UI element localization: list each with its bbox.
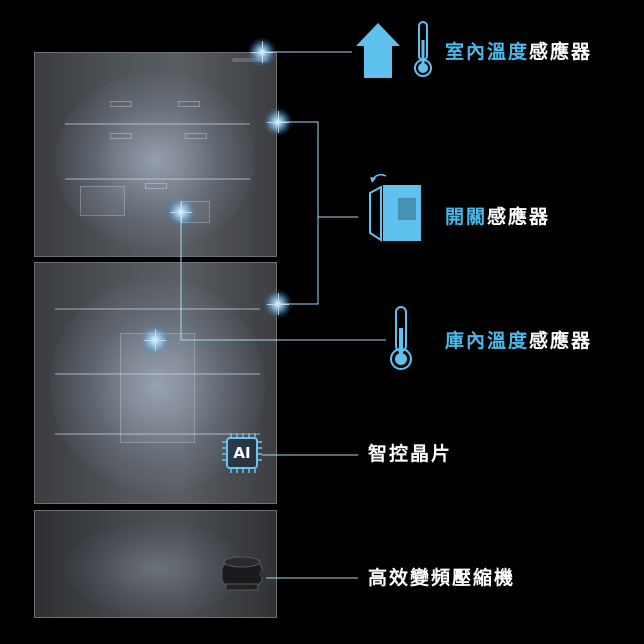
- room-temp-sensor-label: 室內溫度感應器: [445, 43, 592, 62]
- label-highlight: 開關: [445, 206, 488, 228]
- vent-slot: [110, 101, 132, 107]
- inner-temp-sensor-label: 庫內溫度感應器: [445, 332, 592, 351]
- label-text: 智控晶片: [368, 443, 453, 465]
- ai-chip-label: 智控晶片: [368, 445, 452, 464]
- ice-tray: [80, 186, 125, 216]
- shelf: [55, 433, 260, 435]
- compressor-icon: [221, 556, 265, 591]
- shelf: [55, 308, 260, 310]
- label-text: 感應器: [529, 330, 593, 352]
- compressor-label: 高效變頻壓縮機: [368, 569, 515, 588]
- chip-pins: [222, 433, 262, 473]
- vent-slot: [178, 101, 200, 107]
- label-highlight: 庫內溫度: [445, 330, 530, 352]
- label-text: 感應器: [529, 41, 593, 63]
- vent-slot: [145, 183, 167, 189]
- interior-light-glow: [65, 521, 245, 616]
- vent-slot: [110, 133, 132, 139]
- thermometer-icon: [414, 21, 432, 77]
- center-duct: [120, 333, 195, 443]
- shelf: [65, 123, 250, 125]
- door-open-icon: [369, 173, 421, 242]
- connector-line: [278, 121, 319, 305]
- door-sensor-label: 開關感應器: [445, 208, 550, 227]
- ai-chip-icon: AI: [226, 437, 258, 469]
- thermometer-icon: [390, 306, 412, 370]
- shelf: [65, 178, 250, 180]
- vent-slot: [185, 133, 207, 139]
- label-text: 高效變頻壓縮機: [368, 567, 516, 589]
- shelf: [55, 373, 260, 375]
- refrigerator-top-door: [34, 52, 277, 257]
- label-text: 感應器: [487, 206, 551, 228]
- house-icon: [356, 23, 400, 78]
- connector-line: [180, 212, 386, 341]
- interior-light-glow: [55, 73, 255, 248]
- label-highlight: 室內溫度: [445, 41, 530, 63]
